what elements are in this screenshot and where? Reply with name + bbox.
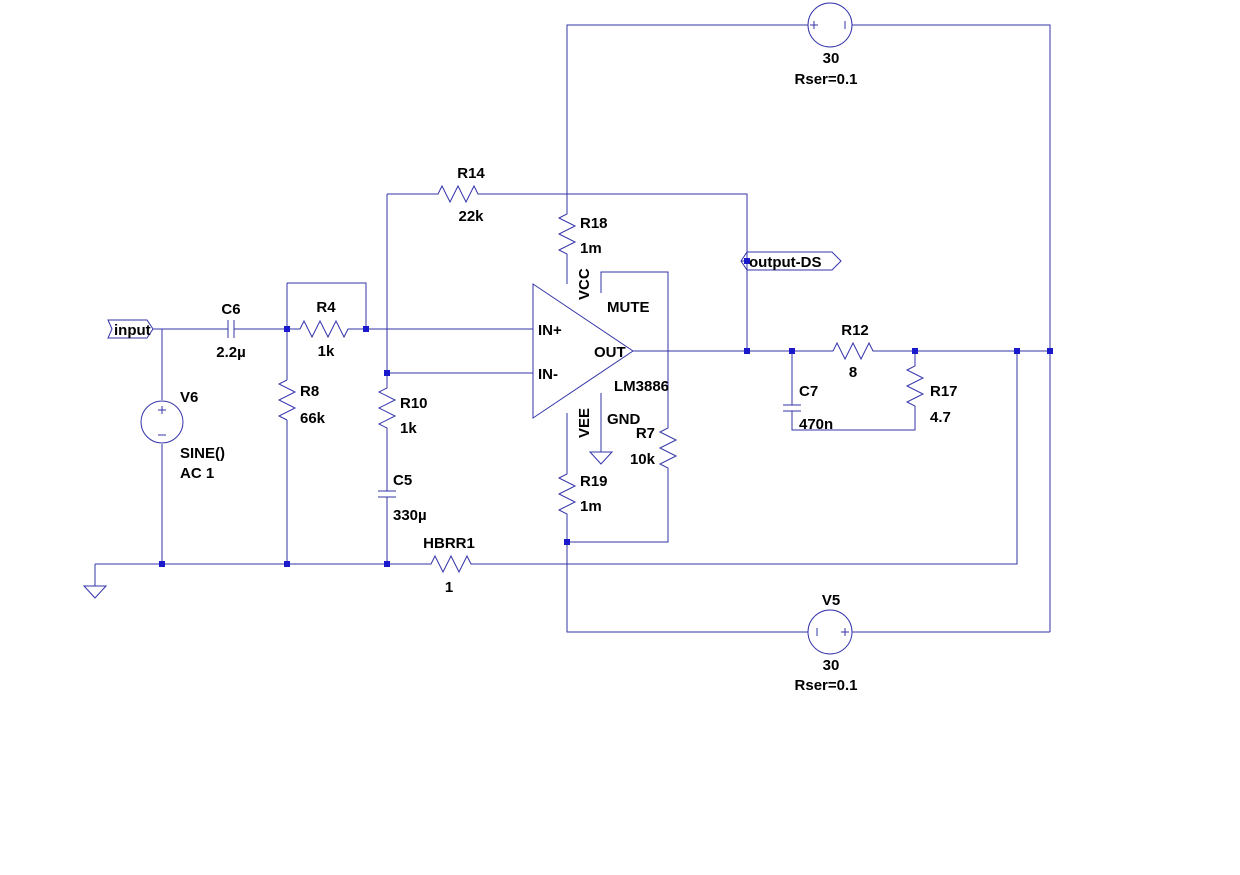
resistor-r19[interactable]: R19 1m — [557, 465, 608, 522]
hbrr1-value: 1 — [445, 579, 453, 596]
resistor-r8[interactable]: R8 66k — [277, 379, 326, 427]
c7-value: 470n — [799, 416, 833, 433]
junction-dot — [744, 348, 750, 354]
input-port[interactable]: input — [107, 319, 154, 339]
r12-value: 8 — [849, 364, 857, 381]
junctions — [159, 258, 1053, 567]
v6-value: SINE() — [180, 445, 225, 462]
wires — [95, 24, 1051, 633]
resistor-r17[interactable]: R17 4.7 — [905, 360, 958, 426]
v-top-value: 30 — [823, 50, 840, 67]
resistor-r7[interactable]: R7 10k — [630, 423, 678, 470]
resistor-r12[interactable]: R12 8 — [827, 322, 877, 381]
c5-value: 330µ — [393, 507, 427, 524]
pin-in-plus: IN+ — [538, 322, 562, 339]
junction-dot — [744, 258, 750, 264]
r7-name: R7 — [636, 425, 655, 442]
voltage-source-v6[interactable]: V6 SINE() AC 1 — [140, 389, 225, 482]
input-port-label: input — [114, 322, 151, 339]
r17-value: 4.7 — [930, 409, 951, 426]
c6-name: C6 — [221, 301, 240, 318]
r18-name: R18 — [580, 215, 608, 232]
junction-dot — [912, 348, 918, 354]
v-top-rser: Rser=0.1 — [795, 71, 858, 88]
r4-value: 1k — [318, 343, 335, 360]
v5-value: 30 — [823, 657, 840, 674]
capacitor-c6[interactable]: C6 2.2µ — [216, 301, 246, 361]
pin-mute: MUTE — [607, 299, 650, 316]
r14-value: 22k — [458, 208, 484, 225]
junction-dot — [284, 561, 290, 567]
ground-symbol — [82, 564, 108, 599]
r18-value: 1m — [580, 240, 602, 257]
lm3886-amplifier[interactable]: IN+ IN- OUT MUTE GND LM3886 VCC VEE — [532, 268, 669, 465]
r10-value: 1k — [400, 420, 417, 437]
output-port[interactable]: output-DS — [740, 251, 842, 271]
v5-name: V5 — [822, 592, 840, 609]
junction-dot — [363, 326, 369, 332]
junction-dot — [384, 370, 390, 376]
r4-name: R4 — [316, 299, 336, 316]
junction-dot — [789, 348, 795, 354]
junction-dot — [1047, 348, 1053, 354]
v6-ac-value: AC 1 — [180, 465, 214, 482]
pin-out: OUT — [594, 344, 626, 361]
r12-name: R12 — [841, 322, 869, 339]
pin-vee: VEE — [576, 408, 593, 438]
c5-name: C5 — [393, 472, 412, 489]
resistor-r10[interactable]: R10 1k — [377, 380, 428, 437]
c7-name: C7 — [799, 383, 818, 400]
pin-in-minus: IN- — [538, 366, 558, 383]
resistor-r4[interactable]: R4 1k — [299, 299, 352, 360]
resistor-r14[interactable]: R14 22k — [430, 165, 490, 225]
hbrr1-name: HBRR1 — [423, 535, 475, 552]
amplifier-part-label: LM3886 — [614, 378, 669, 395]
r19-name: R19 — [580, 473, 608, 490]
output-port-label: output-DS — [749, 254, 821, 271]
r7-value: 10k — [630, 451, 656, 468]
capacitor-c5[interactable]: C5 330µ — [378, 472, 427, 524]
pin-vcc: VCC — [576, 268, 593, 300]
c6-value: 2.2µ — [216, 344, 246, 361]
r19-value: 1m — [580, 498, 602, 515]
resistor-hbrr1[interactable]: HBRR1 1 — [423, 535, 477, 596]
r8-value: 66k — [300, 410, 326, 427]
junction-dot — [384, 561, 390, 567]
r17-name: R17 — [930, 383, 958, 400]
junction-dot — [1014, 348, 1020, 354]
v6-name: V6 — [180, 389, 198, 406]
capacitor-c7[interactable]: C7 470n — [783, 383, 833, 433]
r8-name: R8 — [300, 383, 319, 400]
junction-dot — [564, 539, 570, 545]
r14-name: R14 — [457, 165, 485, 182]
voltage-source-v5[interactable]: V5 30 Rser=0.1 — [795, 592, 858, 694]
resistor-r18[interactable]: R18 1m — [557, 205, 608, 262]
v5-rser: Rser=0.1 — [795, 677, 858, 694]
junction-dot — [159, 561, 165, 567]
pin-gnd: GND — [607, 411, 641, 428]
r10-name: R10 — [400, 395, 428, 412]
voltage-source-top[interactable]: 30 Rser=0.1 — [795, 2, 858, 88]
junction-dot — [284, 326, 290, 332]
